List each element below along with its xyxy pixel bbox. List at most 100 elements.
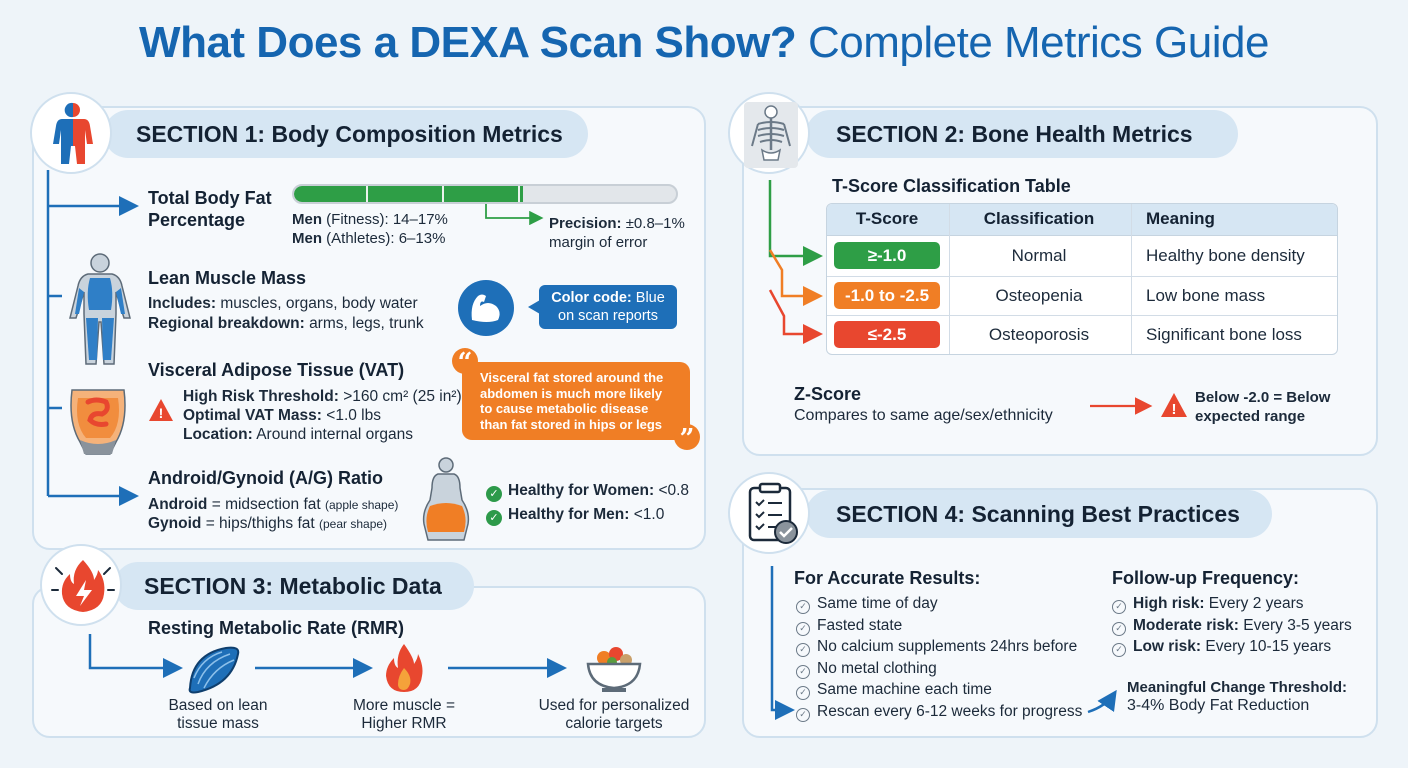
gynoid-def: Gynoid = hips/thighs fat (pear shape) [148,514,387,534]
men-fitness-label: Men [292,211,322,228]
healthy-women: ✓Healthy for Women: <0.8 [486,481,689,502]
tscore-table-title: T-Score Classification Table [832,176,1071,196]
vat-location-label: Location: [183,426,253,443]
check-circle-icon: ✓ [1112,600,1126,614]
men-athletes-value: (Athletes): 6–13% [326,230,446,247]
rmr-title: Resting Metabolic Rate (RMR) [148,618,405,638]
followup-label: Low risk: [1133,638,1202,655]
svg-text:!: ! [1172,401,1177,418]
accurate-item-text: No metal clothing [817,660,937,677]
lean-includes-value: muscles, organs, body water [220,295,418,312]
step2-line1: More muscle = [352,697,456,714]
lean-title: Lean Muscle Mass [148,268,307,288]
step1-line2: tissue mass [177,715,259,732]
rmr-step-2: More muscle = Higher RMR [324,697,484,733]
vat-optimal-label: Optimal VAT Mass: [183,407,322,424]
lean-includes-label: Includes: [148,295,217,312]
table-header-row [827,204,1337,236]
vat-title: Visceral Adipose Tissue (VAT) [148,360,405,380]
accurate-item: ✓ No metal clothing [796,660,937,679]
followup-item-moderate: ✓Moderate risk: Every 3-5 years [1112,617,1352,636]
tscore-badge-osteoporosis: ≤-2.5 [834,321,940,348]
men-value: <1.0 [633,506,665,523]
android-def: Android = midsection fat (apple shape) [148,495,398,515]
abdomen-icon [70,389,126,455]
quote-line-4: than fat stored in hips or legs [480,416,663,432]
badge-pointer [528,300,540,314]
pear-body-icon [422,457,470,541]
men-fitness: Men (Fitness): 14–17% [292,210,448,229]
check-circle-icon: ✓ [796,600,810,614]
fire-bolt-icon [51,560,115,612]
section3-heading-text: SECTION 3: Metabolic Data [144,573,442,599]
tscore-badge-normal: ≥-1.0 [834,242,940,269]
bicep-icon-circle [458,280,514,336]
zscore-title: Z-Score [794,384,862,404]
check-icon: ✓ [486,486,502,502]
accurate-item: ✓Same time of day [796,595,938,614]
accurate-item: ✓Rescan every 6-12 weeks for progress [796,703,1082,722]
gynoid-label: Gynoid [148,515,202,532]
accurate-title: For Accurate Results: [794,568,981,588]
flame-icon [386,644,423,692]
table-col-divider-1 [949,204,950,354]
svg-text:!: ! [159,405,164,421]
vat-location: Location: Around internal organs [183,425,413,444]
check-circle-icon: ✓ [796,643,810,657]
section1-heading: SECTION 1: Body Composition Metrics [104,110,588,158]
skeleton-icon [744,102,798,168]
women-label: Healthy for Women: [508,482,655,499]
step1-line1: Based on lean [168,697,268,714]
android-label: Android [148,496,208,513]
check-circle-icon: ✓ [1112,643,1126,657]
gynoid-value: = hips/thighs fat [205,515,315,532]
followup-item-high: ✓High risk: Every 2 years [1112,595,1304,614]
zscore-warning-icon: ! [1161,393,1187,418]
ag-title: Android/Gynoid (A/G) Ratio [148,468,383,488]
quote-line-1: Visceral fat stored around the [480,370,664,385]
followup-item-low: ✓Low risk: Every 10-15 years [1112,638,1331,657]
quote-close-icon: ” [674,424,700,454]
classification-osteopenia: Osteopenia [995,286,1083,305]
section2-heading-text: SECTION 2: Bone Health Metrics [836,121,1193,147]
check-circle-icon: ✓ [796,686,810,700]
vat-location-value: Around internal organs [256,426,414,443]
table-row-divider-2 [827,315,1337,316]
accurate-item-text: Same machine each time [817,681,992,698]
fire-icon-circle [40,544,122,626]
android-note: (apple shape) [325,498,399,512]
precision-label: Precision: [549,215,622,232]
muscle-body-icon [69,253,131,365]
followup-title: Follow-up Frequency: [1112,568,1299,588]
accurate-item: ✓ Same machine each time [796,681,992,700]
muscle-fiber-icon [188,646,240,694]
vat-optimal: Optimal VAT Mass: <1.0 lbs [183,406,381,425]
clipboard-check-icon [748,482,798,544]
col-header-classification: Classification [983,209,1095,228]
vat-optimal-value: <1.0 lbs [326,407,381,424]
change-title: Meaningful Change Threshold: [1127,679,1347,696]
title-bold: What Does a DEXA Scan Show? [139,18,797,67]
android-value: = midsection fat [211,496,321,513]
gynoid-note: (pear shape) [319,517,388,531]
food-bowl-icon [586,647,642,692]
progress-seg-2 [442,186,444,202]
lean-regional-label: Regional breakdown: [148,315,305,332]
tscore-badge-osteopenia: -1.0 to -2.5 [834,282,940,309]
color-code-value: Blue [635,290,665,306]
title-light: Complete Metrics Guide [807,18,1269,67]
body-fat-progress-bar [292,184,678,204]
meaning-normal: Healthy bone density [1146,246,1305,265]
precision: Precision: ±0.8–1% [549,214,685,233]
body-split-icon [53,102,93,164]
section1-heading-text: SECTION 1: Body Composition Metrics [136,121,563,147]
precision-line2: margin of error [549,234,648,251]
check-circle-icon: ✓ [796,665,810,679]
men-athletes: Men (Athletes): 6–13% [292,229,445,248]
bicep-icon [471,294,500,322]
classification-normal: Normal [1011,246,1067,265]
step3-line2: calorie targets [565,715,663,732]
healthy-men: ✓Healthy for Men: <1.0 [486,505,664,526]
col-header-meaning: Meaning [1146,209,1215,228]
step2-line2: Higher RMR [361,715,447,732]
